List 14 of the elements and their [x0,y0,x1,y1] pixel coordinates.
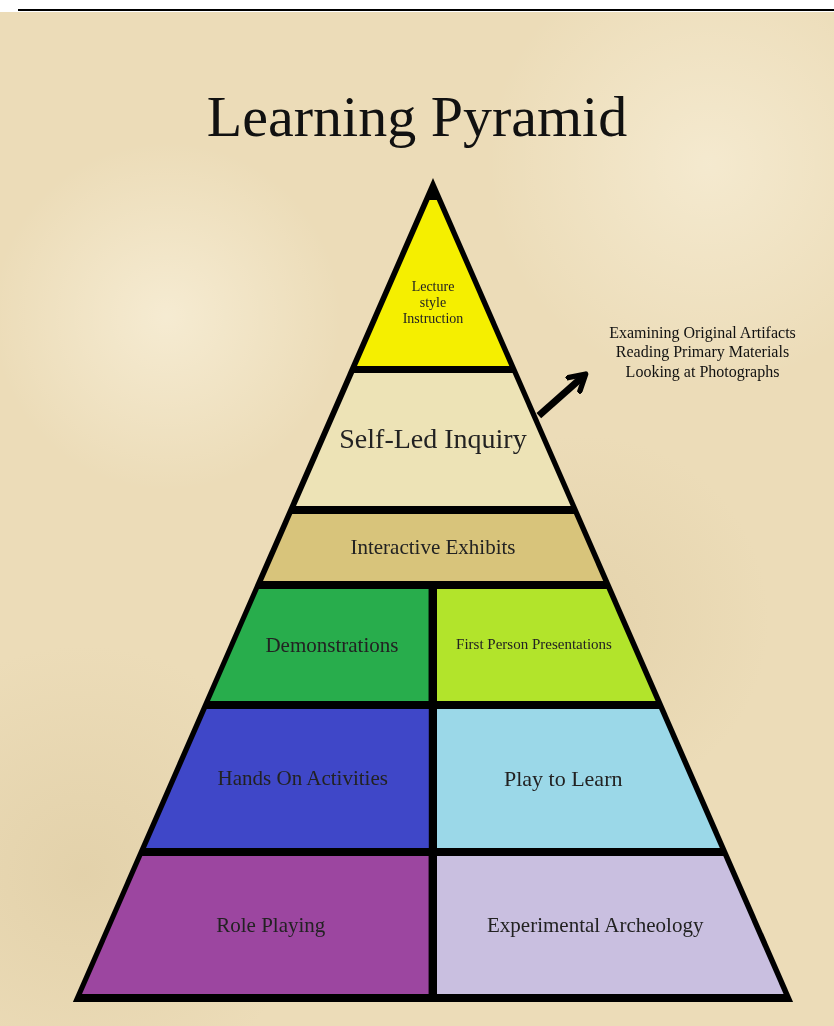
tier-label: Lecture style Instruction [402,278,464,328]
annotation-text: Looking at Photographs [625,361,780,381]
title: Learning Pyramid [206,88,628,146]
tier-label: Experimental Archeology [487,912,704,938]
annotation-text: Examining Original Artifacts [609,323,796,343]
tier-label: Demonstrations [265,632,399,658]
tier-label: Interactive Exhibits [350,535,516,560]
tier-label: Hands On Activities [217,766,388,791]
tier-label: Play to Learn [503,765,623,792]
tier-label: Self-Led Inquiry [339,423,527,456]
annotation-text: Reading Primary Materials [615,342,790,362]
arrow [536,371,589,419]
tier-label: Role Playing [216,912,326,938]
tier-label: First Person Presentations [456,636,612,654]
